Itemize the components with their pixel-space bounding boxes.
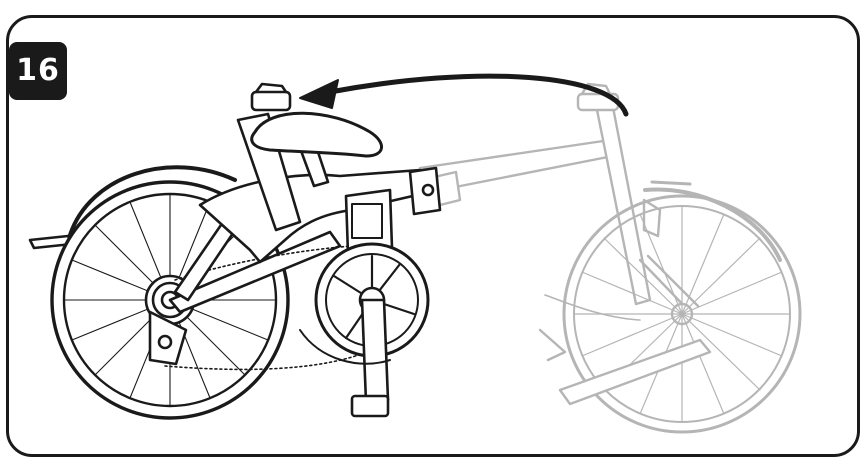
- ghost-front-half: [418, 82, 802, 434]
- curved-arrow-icon: [299, 73, 629, 117]
- folded-rear-half: [28, 82, 442, 420]
- step-number-badge: 16: [9, 42, 67, 100]
